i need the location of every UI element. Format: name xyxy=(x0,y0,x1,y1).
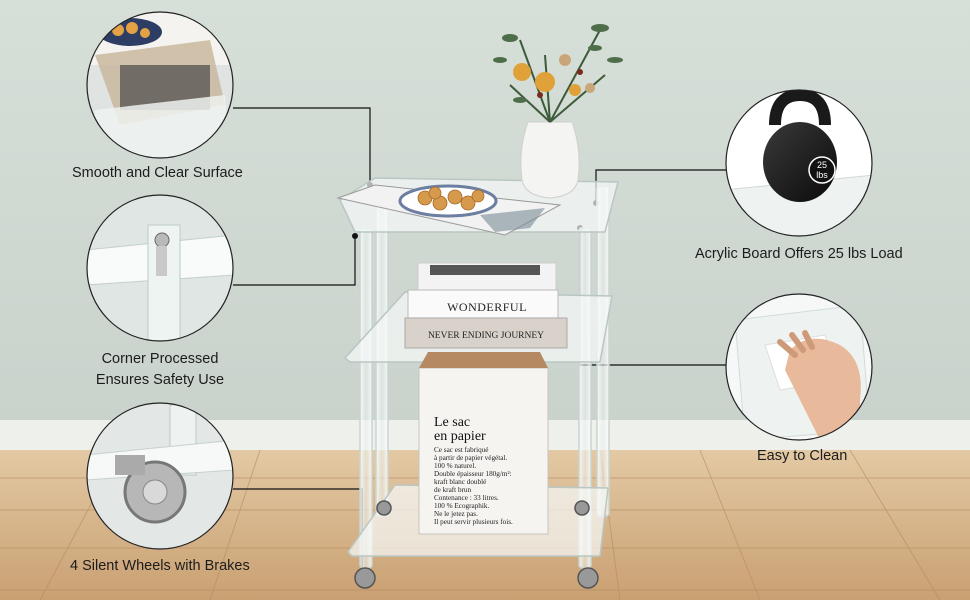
bag-line: de kraft brun xyxy=(434,486,472,494)
bag-line: kraft blanc doublé xyxy=(434,478,486,486)
bag-line: Ce sac est fabriqué xyxy=(434,446,488,454)
bag-body: Ce sac est fabriqué à partir de papier v… xyxy=(434,446,513,526)
detail-circle-wheel xyxy=(86,402,234,550)
bag-line: Il peut servir plusieurs fois. xyxy=(434,518,513,526)
bag-line: 100 % naturel. xyxy=(434,462,476,470)
flower-vase xyxy=(493,24,623,199)
caption-corner-line1: Corner Processed xyxy=(101,351,219,367)
kettlebell-unit: lbs xyxy=(816,170,828,180)
paper-bag xyxy=(418,352,549,535)
bag-line: Ne le jetez pas. xyxy=(434,510,478,518)
detail-circle-surface xyxy=(86,11,234,159)
wheel-icon xyxy=(354,500,599,589)
bag-line: Double épaisseur 180g/m²: xyxy=(434,470,512,478)
caption-25lbs-load: Acrylic Board Offers 25 lbs Load xyxy=(695,246,903,262)
bag-title-2: en papier xyxy=(434,429,486,444)
kettlebell-weight: 25 xyxy=(817,160,827,170)
bag-title-1: Le sac xyxy=(434,415,470,430)
book-spine: NEVER ENDING JOURNEY xyxy=(428,331,544,341)
book-title: WONDERFUL xyxy=(447,300,527,314)
caption-silent-wheels: 4 Silent Wheels with Brakes xyxy=(70,558,250,574)
detail-circle-clean xyxy=(725,293,873,441)
book-stack xyxy=(404,262,568,349)
detail-circle-corner xyxy=(86,194,234,342)
bag-line: à partir de papier végétal. xyxy=(434,454,507,462)
caption-corner-line2: Ensures Safety Use xyxy=(95,372,225,388)
caption-easy-clean: Easy to Clean xyxy=(757,448,848,464)
weight-badge xyxy=(808,156,836,184)
bag-line: 100 % Ecographik. xyxy=(434,502,489,510)
cookie-plate xyxy=(398,184,498,218)
detail-circle-kettlebell xyxy=(725,89,873,237)
bag-line: Contenance : 33 litres. xyxy=(434,494,499,502)
caption-smooth-surface: Smooth and Clear Surface xyxy=(72,165,243,181)
caption-corner-processed: Corner Processed Ensures Safety Use xyxy=(80,349,240,391)
